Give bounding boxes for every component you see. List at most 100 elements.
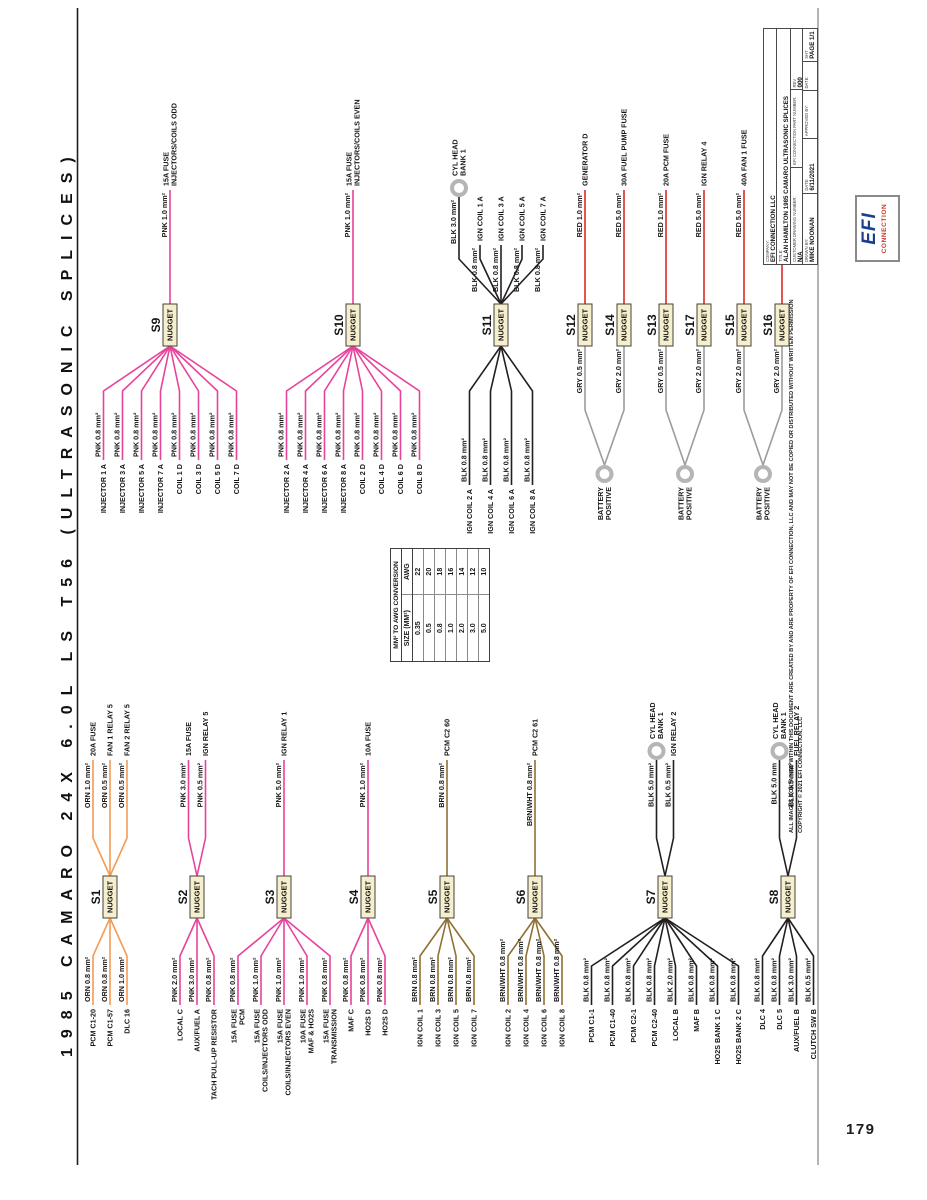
drawn-by-value: MIKE NOONAN [809,217,816,262]
wire-size-label: PNK 0.8 mm² [358,957,367,1002]
wire [437,917,448,1005]
wire [323,345,354,460]
wire-size-label: GRY 2.0 mm² [772,348,781,393]
wire-endpoint-label: 15A FUSECOILS/INJECTORS EVEN [276,1009,293,1096]
ring-terminal-icon [770,742,789,760]
wire-size-label: PNK 1.0 mm² [343,192,352,237]
wire [584,346,606,466]
wire [304,345,354,460]
wire-size-label: PNK 0.8 mm² [315,412,324,457]
wire [743,346,764,466]
nugget-box [696,303,712,347]
wire-endpoint-label: DLC 5 [775,1009,784,1030]
wire-size-label: BRN/WHT 0.8 mm² [534,938,543,1002]
wire-size-label: BLK 0.8 mm² [687,957,696,1002]
wire-endpoint-label: IGN COIL 1 [416,1009,425,1047]
wire-endpoint-label: COIL 6 D [396,464,405,494]
table-cell: 5.0 [479,594,489,661]
wire-endpoint-label: AUX/FUEL A [193,1009,202,1052]
wire-endpoint-label: IGN COIL 7 A [539,196,548,241]
wire [500,345,534,485]
wire [664,917,698,1005]
table-cell: 12 [469,567,477,576]
wire [778,760,789,877]
nugget-label: NUGGET [349,309,358,342]
nugget-box [493,303,509,347]
nugget-label: NUGGET [364,881,373,914]
wire-size-label: BRN/WHT 0.8 mm² [525,762,534,826]
table-col-header: AWG [403,563,411,581]
nugget-box [616,303,632,347]
sheet-cell: SHT PAGE 1/1 [803,29,817,61]
wire-size-label: BLK 0.8 mm² [582,957,591,1002]
wire-size-label: PNK 0.8 mm² [320,957,329,1002]
title-block-number-row: CUSTOMER DRAWING NUMBER: N/A EFI CONNECT… [791,29,803,264]
wire [352,345,421,460]
nugget-label: NUGGET [662,309,671,342]
wire [664,917,740,1005]
wire-endpoint-label: COIL 8 D [415,464,424,494]
splice-id: S3 [263,889,277,904]
customer-drawing-number-cell: CUSTOMER DRAWING NUMBER: N/A [791,166,802,264]
wire-size-label: BLK 0.8 mm² [708,957,717,1002]
wire [611,917,666,1005]
wire-endpoint-label: COIL 7 D [232,464,241,494]
date-cell: DATE: 6/11/2021 [803,138,817,193]
wire-endpoint-label: PCM C2-40 [650,1009,659,1047]
wire-size-label: PNK 3.0 mm² [179,762,188,807]
wire-size-label: PNK 0.8 mm² [277,412,286,457]
wire-endpoint-label: 15A FUSE [184,722,193,756]
wire [352,345,383,460]
part-number-cell: EFI CONNECTION PART NUMBER: [791,89,802,167]
wire-size-label: BRN 0.8 mm² [410,957,419,1002]
wire-size-label: BLK 2.0 mm² [666,957,675,1002]
splice-id: S8 [767,889,781,904]
wire [140,345,171,460]
nugget-box [657,875,673,919]
nugget-box [102,875,118,919]
wire [352,345,364,460]
wire-endpoint-label: IGN COIL 8 A [528,489,537,534]
wire-endpoint-label: COIL 2 D [358,464,367,494]
wire [102,345,171,460]
splice-id: S11 [480,314,494,335]
wire [283,917,308,1005]
wire-size-label: BLK 0.8 mm² [460,437,469,482]
wire [285,345,354,460]
wire-endpoint-label: TACH PULL-UP RESISTOR [210,1008,219,1100]
wire-endpoint-label: INJECTOR 2 A [282,464,291,513]
wire-endpoint-label: 15A FUSECOILS/INJECTORS ODD [253,1009,270,1092]
nugget-label: NUGGET [784,881,793,914]
nugget-box [658,303,674,347]
efi-connection-logo: EFI CONNECTION [855,195,900,262]
wire-size-label: PNK 0.8 mm² [94,412,103,457]
nugget-label: NUGGET [280,881,289,914]
wire-endpoint-label: FUEL RELAY 2 [792,706,801,756]
wire [92,760,111,877]
wire-size-label: BLK 0.5 mm² [787,762,796,807]
wire [534,917,563,1005]
wire [169,345,238,460]
part-number-label: EFI CONNECTION PART NUMBER: [792,96,797,165]
wire-endpoint-label: CLUTCH SW B [809,1009,818,1059]
nugget-label: NUGGET [740,309,749,342]
nugget-label: NUGGET [778,309,787,342]
wire [446,917,475,1005]
wire-size-label: RED 1.0 mm² [575,192,584,237]
nugget-label: NUGGET [581,309,590,342]
splice-id: S17 [683,314,697,336]
wire-endpoint-label: IGN COIL 4 A [486,489,495,534]
wire [92,917,111,1005]
nugget-label: NUGGET [661,881,670,914]
wire [778,917,789,1005]
nugget-box [780,875,796,919]
company-value: EFI CONNECTION LLC [770,195,777,262]
approved-by-cell: APPROVED BY: [803,90,817,139]
nugget-box [736,303,752,347]
